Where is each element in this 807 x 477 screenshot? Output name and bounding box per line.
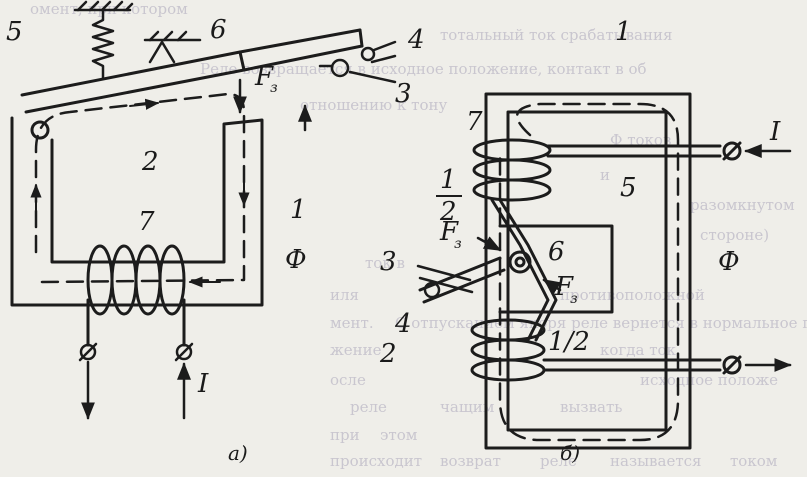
- label-7-a: 7: [138, 207, 155, 237]
- label-force-b: F: [439, 217, 459, 247]
- bg-text-6: и: [600, 166, 610, 184]
- label-force2-sub-b: з: [570, 291, 578, 307]
- armature-b: [418, 198, 558, 342]
- label-half-top-den-b: 2: [439, 197, 457, 227]
- bg-text-15: когда ток: [600, 341, 677, 359]
- terminals-a: [78, 342, 194, 420]
- pivot-support-a: [143, 30, 202, 64]
- spring-a: [91, 8, 115, 80]
- force-arrows-b: [476, 236, 562, 295]
- bg-text-21: при: [330, 426, 360, 444]
- label-flux-b: Ф: [718, 247, 740, 277]
- bg-text-23: происходит: [330, 452, 422, 470]
- label-half-bottom-b: 1/2: [548, 327, 590, 357]
- bg-text-9: ток в: [365, 254, 405, 272]
- bg-text-18: реле: [350, 398, 387, 416]
- winding-top-b: [472, 138, 742, 202]
- bg-text-13: С отпусканием якоря реле вернется в норм…: [395, 314, 807, 332]
- label-force2-b: F: [554, 272, 574, 302]
- label-4-a: 4: [407, 25, 425, 55]
- figure-a: 5 6 4 3 F з 2 1 7 Ф I а): [6, 0, 425, 465]
- label-4-b: 4: [394, 309, 412, 339]
- label-5-b: 5: [620, 173, 637, 203]
- core-window-b: [506, 110, 668, 432]
- bg-text-3: Реле возвращается в исходное положение, …: [200, 60, 647, 78]
- label-3-a: 3: [395, 79, 412, 109]
- contacts-a: [318, 40, 397, 84]
- bg-text-27: током: [730, 452, 778, 470]
- bg-text-7: разомкнутом: [690, 196, 795, 214]
- bg-text-2: тотальный ток срабатывания: [440, 26, 672, 44]
- bg-text-26: называется: [610, 452, 702, 470]
- bg-text-22: этом: [380, 426, 418, 444]
- label-2-b: 2: [379, 339, 397, 369]
- winding-bottom-b: [470, 318, 742, 382]
- winding-a: [86, 244, 186, 347]
- label-force-sub-b: з: [454, 236, 462, 252]
- bg-text-19: чащим: [440, 398, 495, 416]
- bg-text-4: отношению к тону: [300, 96, 447, 114]
- label-force-sub-a: з: [270, 80, 278, 96]
- bg-text-8: стороне): [700, 226, 769, 244]
- flux-path-b: [498, 102, 680, 442]
- magnetic-core-b: [484, 92, 692, 450]
- label-2-a: 2: [141, 147, 159, 177]
- label-1-b: 1: [615, 17, 632, 47]
- fixed-support-a: [73, 0, 134, 12]
- caption-b: б): [560, 441, 580, 465]
- label-5-a: 5: [6, 17, 23, 47]
- bg-text-16: осле: [330, 371, 366, 389]
- label-6-b: 6: [548, 237, 565, 267]
- label-3-b: 3: [380, 247, 397, 277]
- label-half-top-num-b: 1: [440, 165, 457, 195]
- bg-text-20: вызвать: [560, 398, 622, 416]
- caption-a: а): [228, 441, 248, 465]
- label-flux-a: Ф: [285, 245, 307, 275]
- bg-text-12: мент.: [330, 314, 374, 332]
- bg-text-24: возврат: [440, 452, 501, 470]
- bg-text-11: противоположной: [560, 286, 705, 304]
- bg-text-25: реле: [540, 452, 577, 470]
- armature-a: [20, 28, 364, 140]
- label-force-a: F: [254, 62, 274, 92]
- contacts-b: [416, 264, 474, 299]
- label-1-a: 1: [290, 195, 307, 225]
- label-current-a: I: [197, 369, 209, 399]
- pole-piece-b: [498, 224, 614, 314]
- bg-text-10: иля: [330, 286, 359, 304]
- label-7-b: 7: [466, 107, 483, 137]
- current-arrows-b: [744, 144, 792, 372]
- bg-text-17: исходное положе: [640, 371, 778, 389]
- figure-b: 1 7 I 1 2 5 F з 3 6 Ф F з 4 1/2 2 б): [379, 17, 792, 465]
- bg-text-14: жение: [330, 341, 382, 359]
- background-text: омент, при котором тотальный ток срабаты…: [30, 0, 807, 470]
- label-current-b: I: [769, 117, 781, 147]
- force-arrows-a: [233, 78, 312, 132]
- label-6-a: 6: [210, 15, 227, 45]
